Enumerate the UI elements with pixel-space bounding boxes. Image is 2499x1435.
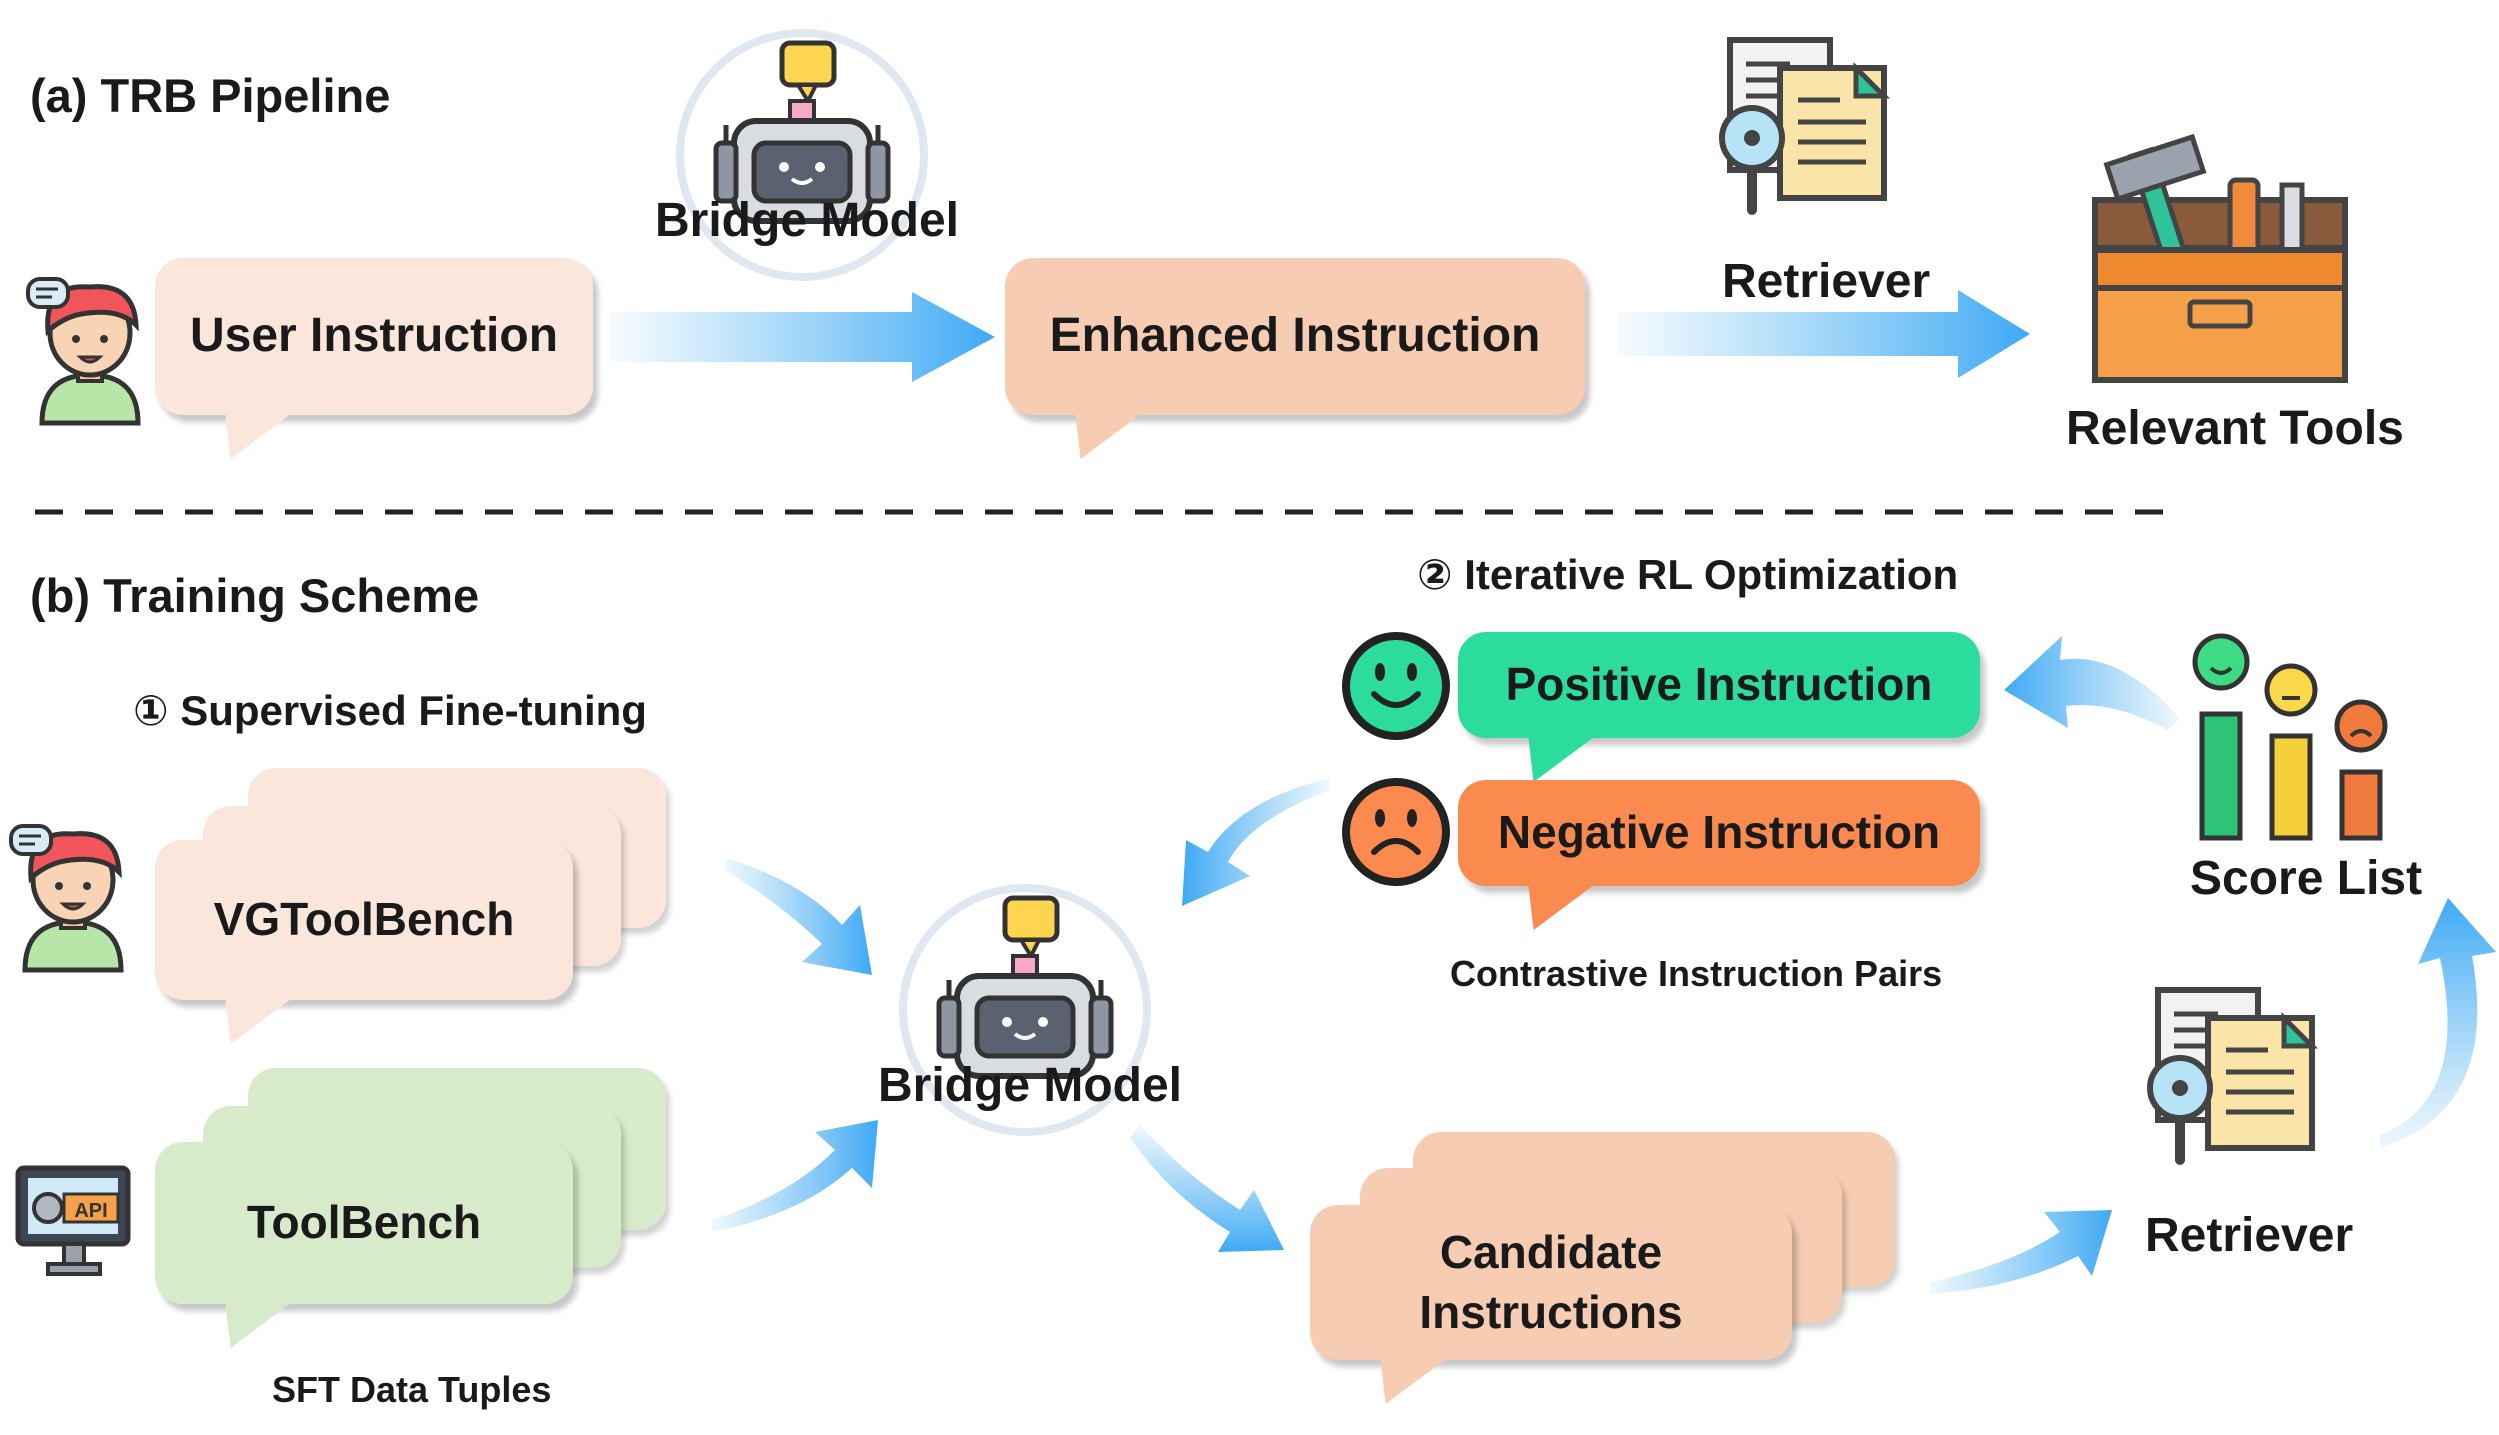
enhanced-instruction-bubble: Enhanced Instruction (1005, 258, 1585, 415)
user-icon (28, 279, 138, 423)
contrastive-caption: Contrastive Instruction Pairs (1450, 953, 1943, 994)
score-list-label: Score List (2190, 852, 2423, 905)
arrow-score-to-positive (2004, 636, 2180, 730)
score-bars-icon (2192, 633, 2388, 841)
pipeline-title: (a) TRB Pipeline (30, 69, 391, 122)
arrow-toolbench-to-bridge (712, 1120, 878, 1232)
negative-instruction-bubble: Negative Instruction (1458, 780, 1980, 886)
positive-instruction-bubble: Positive Instruction (1458, 632, 1980, 738)
toolbench-bubble: ToolBench (155, 1142, 573, 1304)
happy-face-icon (1342, 632, 1450, 740)
arrow-retriever-to-score (2380, 898, 2496, 1148)
arrow-bridge-to-candidates (1130, 1125, 1284, 1252)
training-retriever-label: Retriever (2145, 1209, 2354, 1262)
relevant-tools-label: Relevant Tools (2066, 402, 2404, 455)
rl-title: ② Iterative RL Optimization (1417, 551, 1959, 598)
arrow-enhanced-to-tools (1618, 290, 2030, 378)
retriever-label: Retriever (1722, 255, 1931, 308)
arrow-candidates-to-retriever (1930, 1210, 2112, 1294)
vgtoolbench-bubble: VGToolBench (155, 840, 573, 1000)
sad-face-icon (1342, 778, 1450, 886)
computer-api-icon (15, 1165, 131, 1276)
candidate-instructions-bubble: Candidate Instructions (1310, 1205, 1792, 1360)
user-icon (11, 826, 121, 970)
user-instruction-bubble: User Instruction (155, 258, 593, 415)
api-badge-text: API (74, 1200, 107, 1222)
retriever-icon (2150, 990, 2312, 1160)
arrow-vgtoolbench-to-bridge (725, 858, 872, 975)
arrow-user-to-enhanced (610, 292, 995, 382)
training-bridge-model-label: Bridge Model (878, 1059, 1183, 1112)
sft-title: ① Supervised Fine-tuning (133, 687, 647, 734)
sft-caption: SFT Data Tuples (272, 1369, 552, 1410)
training-title: (b) Training Scheme (30, 569, 480, 622)
toolbox-icon (2092, 133, 2348, 383)
arrow-contrastive-to-bridge (1182, 778, 1330, 906)
bridge-model-label: Bridge Model (655, 194, 960, 247)
retriever-icon (1722, 40, 1884, 210)
